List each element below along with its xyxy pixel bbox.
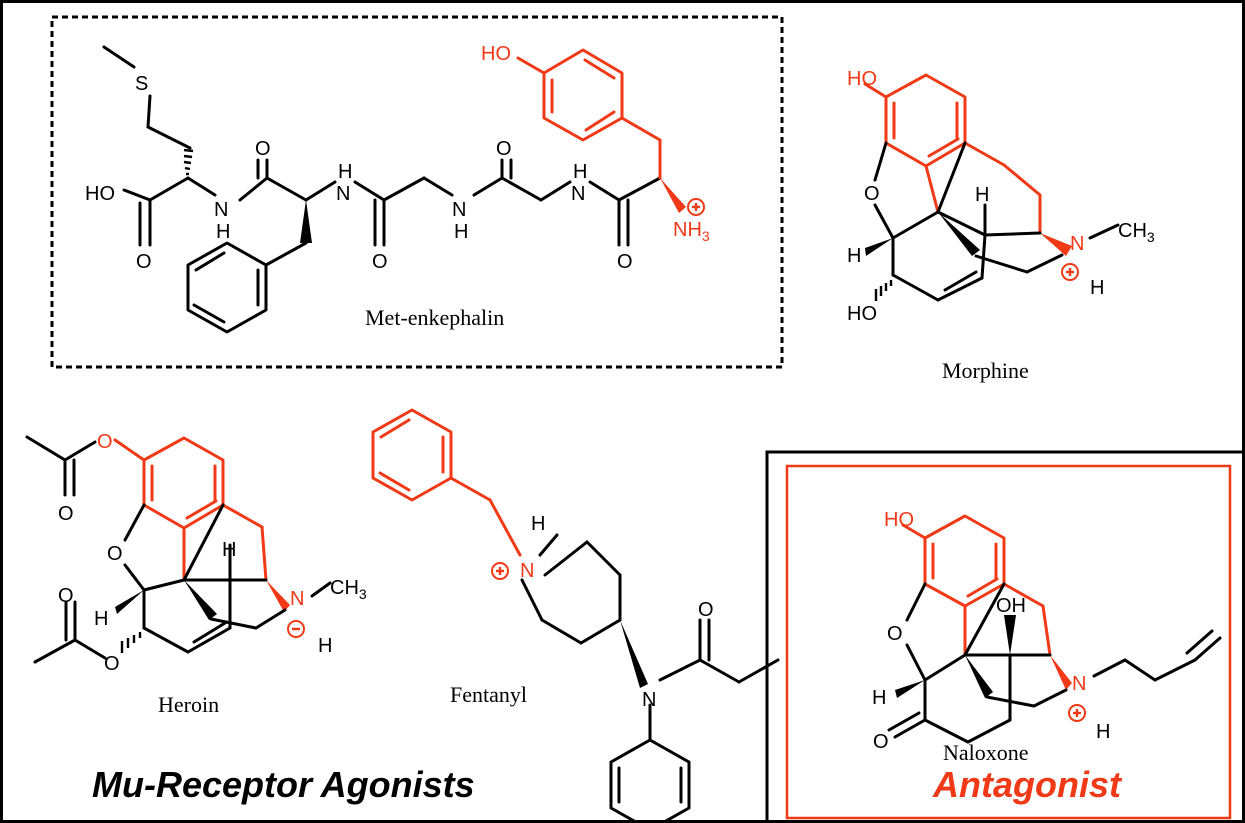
atom-subscript: 3: [702, 228, 710, 244]
morphine-name: Morphine: [942, 358, 1029, 383]
atom-part: CH: [1118, 220, 1147, 242]
atom-subscript: 3: [1147, 229, 1155, 245]
positive-charge: [687, 198, 705, 216]
atom-label: H: [872, 687, 886, 709]
atom-label: N: [571, 183, 585, 205]
atom-label: O: [698, 599, 714, 621]
atom-label: H: [94, 608, 108, 630]
heroin-name: Heroin: [158, 692, 219, 717]
antagonist-panel-border: [765, 450, 1245, 823]
atom-label: O: [58, 585, 74, 607]
metenkephalin-box: [50, 15, 784, 369]
atom-label: S: [135, 73, 148, 95]
atom-label: HO: [85, 183, 115, 205]
atom-label: O: [864, 183, 880, 205]
agonists-label: Mu-Receptor Agonists: [92, 764, 475, 805]
atom-label: N: [520, 560, 534, 582]
atom-label: H: [1090, 277, 1104, 299]
atom-label: OH: [996, 595, 1026, 617]
atom-label: HO: [481, 43, 511, 65]
atom-label: CH3: [1118, 220, 1155, 245]
atom-label: O: [873, 731, 889, 753]
atom-label: N: [1070, 233, 1084, 255]
atom-label: O: [97, 431, 113, 453]
positive-charge: [1068, 704, 1086, 722]
atom-label: O: [136, 251, 152, 273]
atom-label: O: [255, 138, 271, 160]
fentanyl-name: Fentanyl: [450, 682, 527, 707]
metenkephalin-name: Met-enkephalin: [365, 305, 504, 330]
atom-part: NH: [673, 219, 702, 241]
atom-label: O: [496, 138, 512, 160]
atom-subscript: 3: [359, 586, 367, 602]
atom-label: N: [214, 199, 228, 221]
atom-label: H: [222, 539, 236, 561]
heroin-structure: [25, 435, 332, 664]
atom-label: O: [104, 653, 120, 675]
atom-label: H: [847, 245, 861, 267]
atom-label: H: [1096, 721, 1110, 743]
atom-label: O: [372, 251, 388, 273]
atom-label: NH3: [673, 219, 710, 244]
antagonist-red-box: [785, 464, 1232, 820]
atom-part: CH: [330, 577, 359, 599]
atom-label: H: [318, 635, 332, 657]
positive-charge: [491, 562, 509, 580]
atom-label: H: [216, 221, 230, 243]
atom-label: H: [531, 513, 545, 535]
atom-label: HO: [884, 509, 914, 531]
positive-charge: [287, 620, 305, 638]
atom-label: N: [642, 689, 656, 711]
atom-label: O: [58, 503, 74, 525]
metenkephalin-structure: [102, 45, 686, 334]
morphine-structure: [863, 73, 1120, 302]
naloxone-name: Naloxone: [943, 740, 1029, 765]
atom-label: N: [336, 183, 350, 205]
atom-label: O: [617, 251, 633, 273]
atom-label: HO: [847, 68, 877, 90]
atom-label: CH3: [330, 577, 367, 602]
atom-label: H: [454, 221, 468, 243]
naloxone-structure: [887, 514, 1222, 744]
atom-label: H: [338, 161, 352, 183]
antagonist-label: Antagonist: [932, 764, 1123, 805]
atom-label: HO: [847, 303, 877, 325]
atom-label: N: [1072, 673, 1086, 695]
positive-charge: [1061, 263, 1079, 281]
fentanyl-structure: [371, 408, 780, 823]
atom-label: O: [887, 623, 903, 645]
atom-label: N: [290, 588, 304, 610]
atom-label: O: [107, 543, 123, 565]
atom-label: N: [452, 199, 466, 221]
atom-label: H: [573, 161, 587, 183]
atom-label: H: [975, 184, 989, 206]
